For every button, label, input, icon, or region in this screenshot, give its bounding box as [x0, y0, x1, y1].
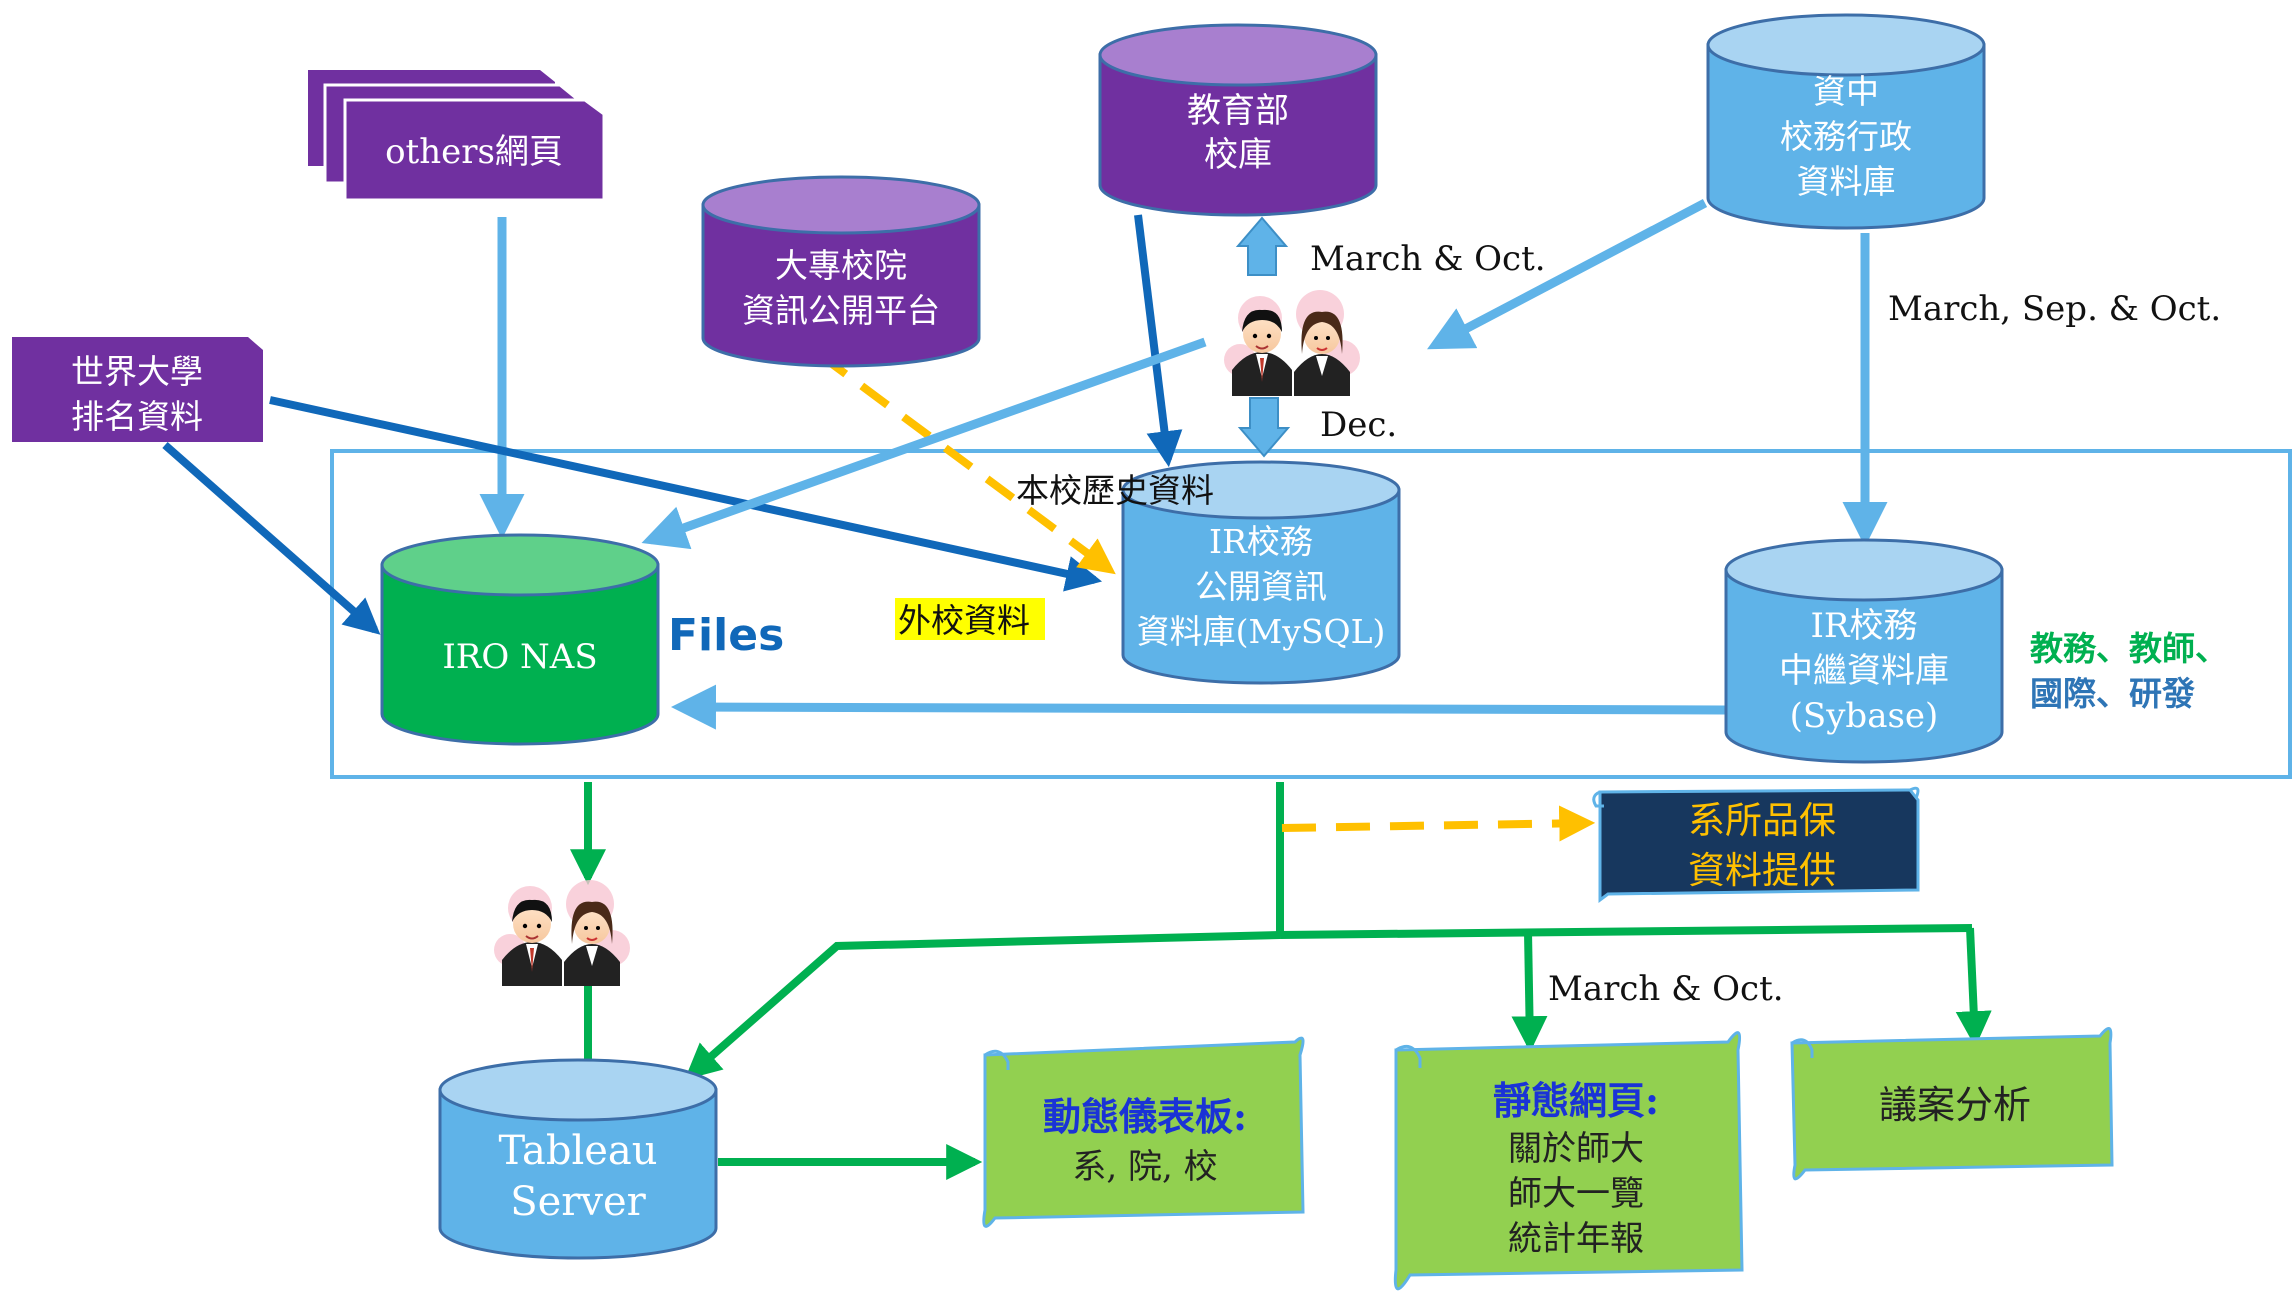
system-boundary [330, 449, 2292, 779]
moe-database: 教育部 校庫 [1098, 23, 1378, 217]
mysql-line1: IR校務 [1209, 522, 1313, 561]
label-march-oct-top: March & Oct. [1310, 239, 1546, 279]
dept-quality-line2: 資料提供 [1688, 849, 1836, 892]
arrow-moe-to-mysql [1134, 214, 1183, 468]
proposal-analysis-scroll: 議案分析 [1790, 1027, 2114, 1181]
sybase-line2: 中繼資料庫 [1779, 651, 1949, 691]
arrow-ranking-to-mysql [269, 396, 1103, 592]
dynamic-dashboard-scroll: 動態儀表板: 系, 院, 校 [982, 1036, 1305, 1228]
moe-db-line2: 校庫 [1204, 135, 1272, 175]
ranking-line2: 排名資料 [71, 397, 203, 436]
arrow-to-dept-quality [1281, 805, 1596, 842]
mysql-database: IR校務 公開資訊 資料庫(MySQL) [1121, 460, 1401, 685]
others-web-label: others網頁 [385, 132, 563, 172]
arrow-datacenter-to-staff [1427, 199, 1708, 350]
proposal-label: 議案分析 [1879, 1083, 2031, 1127]
label-academic-units-2: 國際、研發 [2030, 674, 2195, 713]
green-branch-to-tableau [684, 931, 1281, 1080]
staff-people-icon [1223, 289, 1361, 397]
sybase-database: IR校務 中繼資料庫 (Sybase) [1724, 538, 2004, 764]
others-web-pages: others網頁 [308, 70, 606, 202]
staff-people-icon [493, 879, 631, 987]
iro-nas: IRO NAS [380, 533, 660, 746]
college-info-platform: 大專校院 資訊公開平台 [701, 175, 981, 368]
arrow-staff-to-nas [641, 337, 1207, 550]
sybase-line1: IR校務 [1810, 606, 1917, 646]
label-dec: Dec. [1320, 405, 1397, 445]
dashboard-body: 系, 院, 校 [1072, 1147, 1217, 1187]
mysql-line2: 公開資訊 [1195, 567, 1327, 606]
static-pages-scroll: 靜態網頁: 關於師大 師大一覽 統計年報 [1393, 1031, 1744, 1291]
files-label: Files [668, 610, 784, 661]
arrow-to-static-pages [1511, 931, 1548, 1053]
platform-line2: 資訊公開平台 [742, 291, 940, 330]
arrow-ranking-to-nas [162, 441, 381, 635]
label-march-sep-oct: March, Sep. & Oct. [1888, 289, 2221, 329]
datacenter-line3: 資料庫 [1797, 162, 1896, 201]
datacenter-line2: 校務行政 [1780, 117, 1912, 156]
world-ranking-data: 世界大學 排名資料 [12, 337, 263, 442]
tableau-line2: Server [510, 1179, 646, 1225]
tableau-line1: Tableau [498, 1128, 657, 1174]
data-center-database: 資中 校務行政 資料庫 [1706, 13, 1986, 230]
block-arrow-down-to-mysql [1237, 397, 1291, 458]
label-history-data: 本校歷史資料 [1016, 471, 1214, 510]
ranking-line1: 世界大學 [71, 352, 203, 391]
tableau-server: Tableau Server [438, 1058, 718, 1260]
other-school-highlight [895, 598, 1045, 640]
arrow-platform-to-mysql [817, 351, 1116, 575]
static-item-2: 師大一覽 [1508, 1174, 1644, 1214]
label-march-oct-bottom: March & Oct. [1548, 969, 1784, 1009]
moe-db-line1: 教育部 [1187, 91, 1289, 131]
platform-line1: 大專校院 [775, 246, 907, 285]
static-item-1: 關於師大 [1508, 1129, 1644, 1169]
mysql-line3: 資料庫(MySQL) [1137, 612, 1386, 651]
green-branch-right [1279, 924, 1973, 939]
iro-nas-label: IRO NAS [442, 637, 597, 677]
label-academic-units-1: 教務、教師、 [2030, 629, 2228, 668]
dept-quality-line1: 系所品保 [1688, 799, 1836, 842]
arrow-sybase-to-nas [671, 684, 1726, 730]
static-title: 靜態網頁: [1493, 1078, 1659, 1123]
label-other-school-data: 外校資料 [898, 601, 1030, 640]
dept-quality-scroll: 系所品保 資料提供 [1592, 786, 1920, 903]
dashboard-title: 動態儀表板: [1043, 1094, 1247, 1139]
static-item-3: 統計年報 [1508, 1219, 1644, 1259]
block-arrow-up-to-moe [1235, 216, 1289, 276]
arrow-to-proposal [1955, 927, 1992, 1048]
datacenter-line1: 資中 [1813, 72, 1879, 111]
sybase-line3: (Sybase) [1790, 696, 1939, 736]
